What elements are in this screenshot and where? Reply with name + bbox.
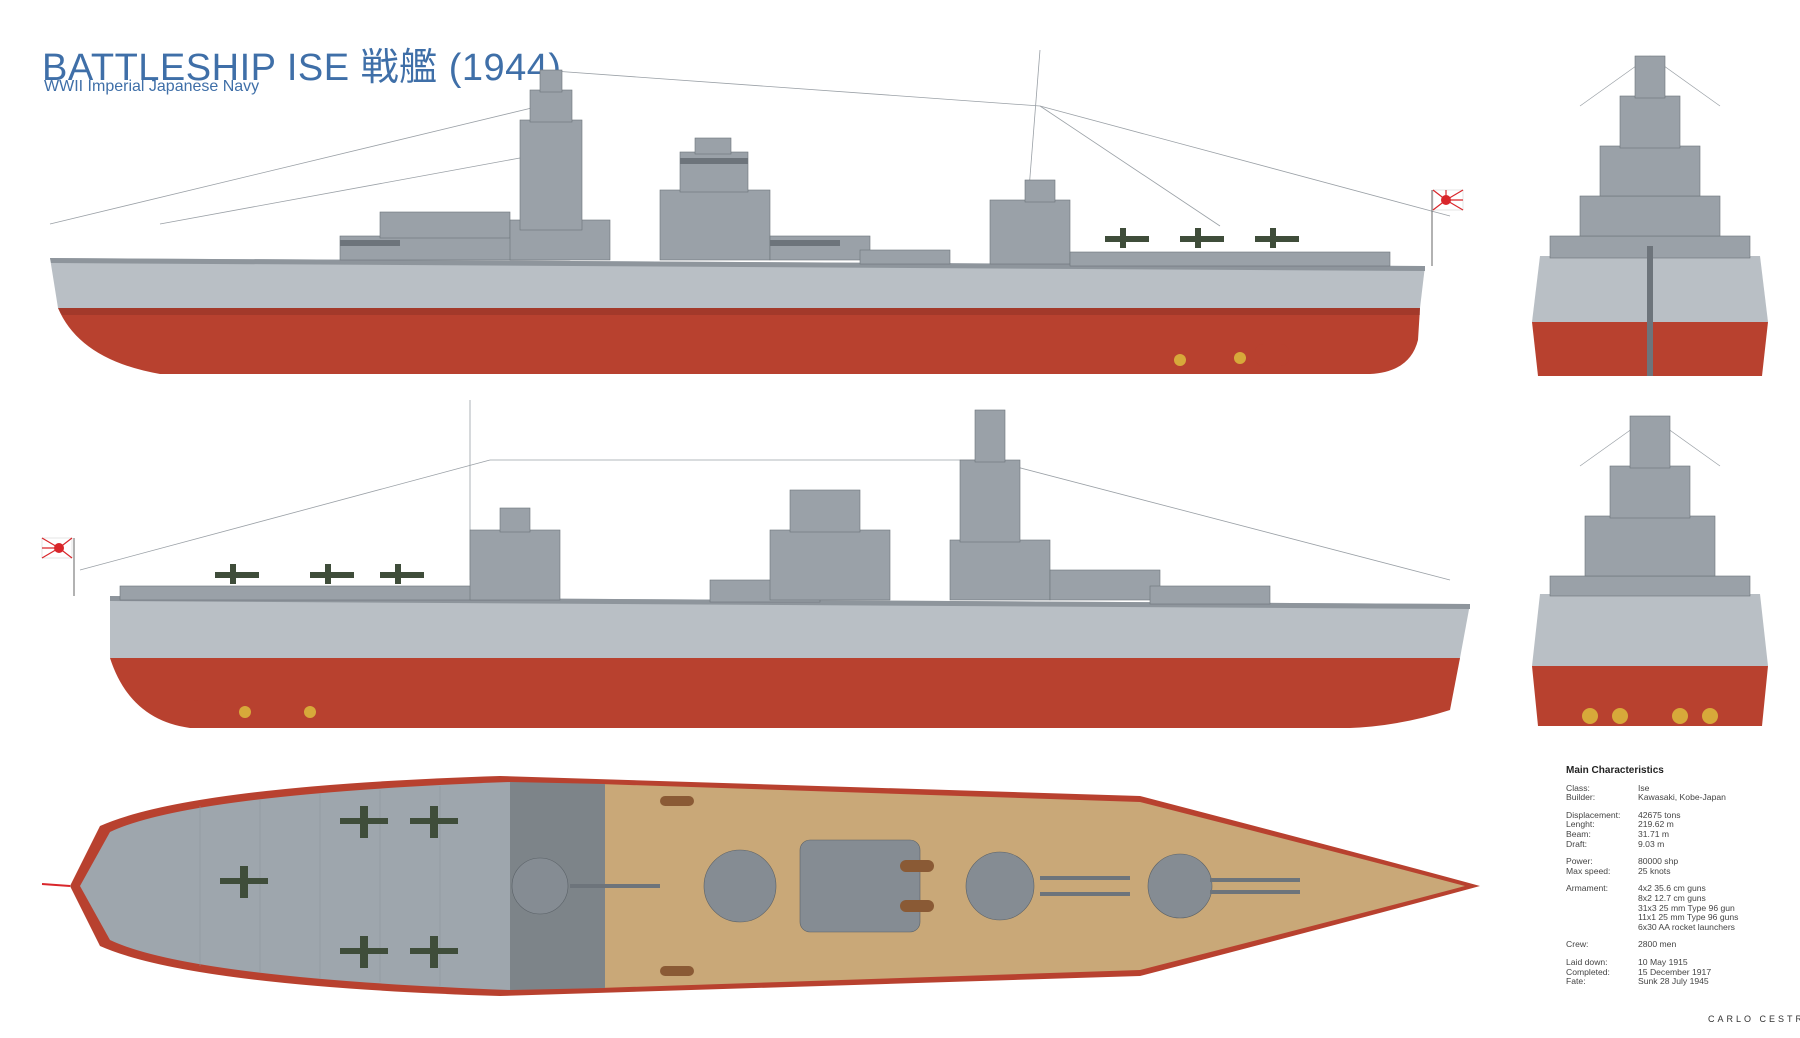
spec-value: 219.62 m <box>1638 819 1674 830</box>
spec-value: 4x2 35.6 cm guns <box>1638 883 1706 894</box>
rising-sun-flag-icon <box>1431 189 1464 266</box>
spec-label: Armament: <box>1566 883 1609 894</box>
top-plan-view <box>41 776 1480 996</box>
spec-label <box>1566 904 1638 914</box>
artist-credit: CARLO CESTRA <box>1708 1014 1800 1024</box>
spec-row: Max speed: 25 knots <box>1566 865 1786 877</box>
spec-row: Class: Ise <box>1566 782 1786 794</box>
bow-view <box>1532 55 1768 376</box>
page-title: BATTLESHIP ISE 戦艦 (1944) <box>42 47 562 89</box>
spec-label: Draft: <box>1566 838 1588 849</box>
spec-row: Displacement: 42675 tons <box>1566 809 1786 821</box>
spec-row: 31x3 25 mm Type 96 gun <box>1566 902 1786 914</box>
rising-sun-flag-icon <box>41 537 75 596</box>
spec-row: Builder: Kawasaki, Kobe-Japan <box>1566 793 1786 803</box>
spec-row: Beam: 31.71 m <box>1566 828 1786 840</box>
page-subtitle: WWII Imperial Japanese Navy <box>44 78 260 95</box>
spec-row: 8x2 12.7 cm guns <box>1566 892 1786 904</box>
specs-heading: Main Characteristics <box>1566 765 1664 776</box>
spec-value: Ise <box>1638 782 1650 793</box>
spec-value: 31x3 25 mm Type 96 gun <box>1638 902 1735 913</box>
spec-value: 15 December 1917 <box>1638 966 1712 977</box>
spec-label: Class: <box>1566 782 1590 793</box>
spec-label: Builder: <box>1566 792 1596 803</box>
spec-label <box>1566 894 1638 904</box>
spec-row: Fate: Sunk 28 July 1945 <box>1566 976 1786 987</box>
spec-label: Lenght: <box>1566 819 1595 830</box>
spec-value: 2800 men <box>1638 939 1677 950</box>
spec-label: Max speed: <box>1566 865 1611 876</box>
spec-label: Crew: <box>1566 939 1589 950</box>
spec-value: Sunk 28 July 1945 <box>1638 976 1709 987</box>
spec-row: Completed: 15 December 1917 <box>1566 966 1786 978</box>
spec-label <box>1566 923 1638 933</box>
spec-row: Laid down: 10 May 1915 <box>1566 956 1786 968</box>
spec-value: 9.03 m <box>1638 838 1665 849</box>
spec-value: 6x30 AA rocket launchers <box>1638 921 1735 932</box>
spec-row: Armament: 4x2 35.6 cm guns <box>1566 884 1786 894</box>
spec-row: 6x30 AA rocket launchers <box>1566 921 1786 933</box>
spec-label: Beam: <box>1566 828 1591 839</box>
spec-row: Power: 80000 shp <box>1566 857 1786 867</box>
spec-label: Power: <box>1566 856 1593 867</box>
stern-view <box>1532 415 1768 726</box>
spec-row: Draft: 9.03 m <box>1566 838 1786 850</box>
spec-value: Kawasaki, Kobe-Japan <box>1638 792 1726 803</box>
spec-value: 31.71 m <box>1638 828 1670 839</box>
spec-label <box>1566 913 1638 923</box>
spec-value: 8x2 12.7 cm guns <box>1638 892 1706 903</box>
spec-value: 25 knots <box>1638 865 1671 876</box>
spec-row: Crew: 2800 men <box>1566 940 1786 950</box>
spec-row: Lenght: 219.62 m <box>1566 820 1786 830</box>
spec-value: 42675 tons <box>1638 809 1681 820</box>
spec-row: 11x1 25 mm Type 96 guns <box>1566 913 1786 923</box>
spec-spacer <box>1566 932 1786 940</box>
spec-label: Completed: <box>1566 966 1610 977</box>
side-profile-starboard <box>49 49 1464 374</box>
spec-value: 11x1 25 mm Type 96 guns <box>1638 912 1739 923</box>
spec-value: 10 May 1915 <box>1638 956 1688 967</box>
spec-value: 80000 shp <box>1638 856 1679 867</box>
spec-label: Fate: <box>1566 976 1586 987</box>
spec-label: Displacement: <box>1566 809 1621 820</box>
spec-label: Laid down: <box>1566 956 1608 967</box>
side-profile-port <box>41 400 1470 728</box>
